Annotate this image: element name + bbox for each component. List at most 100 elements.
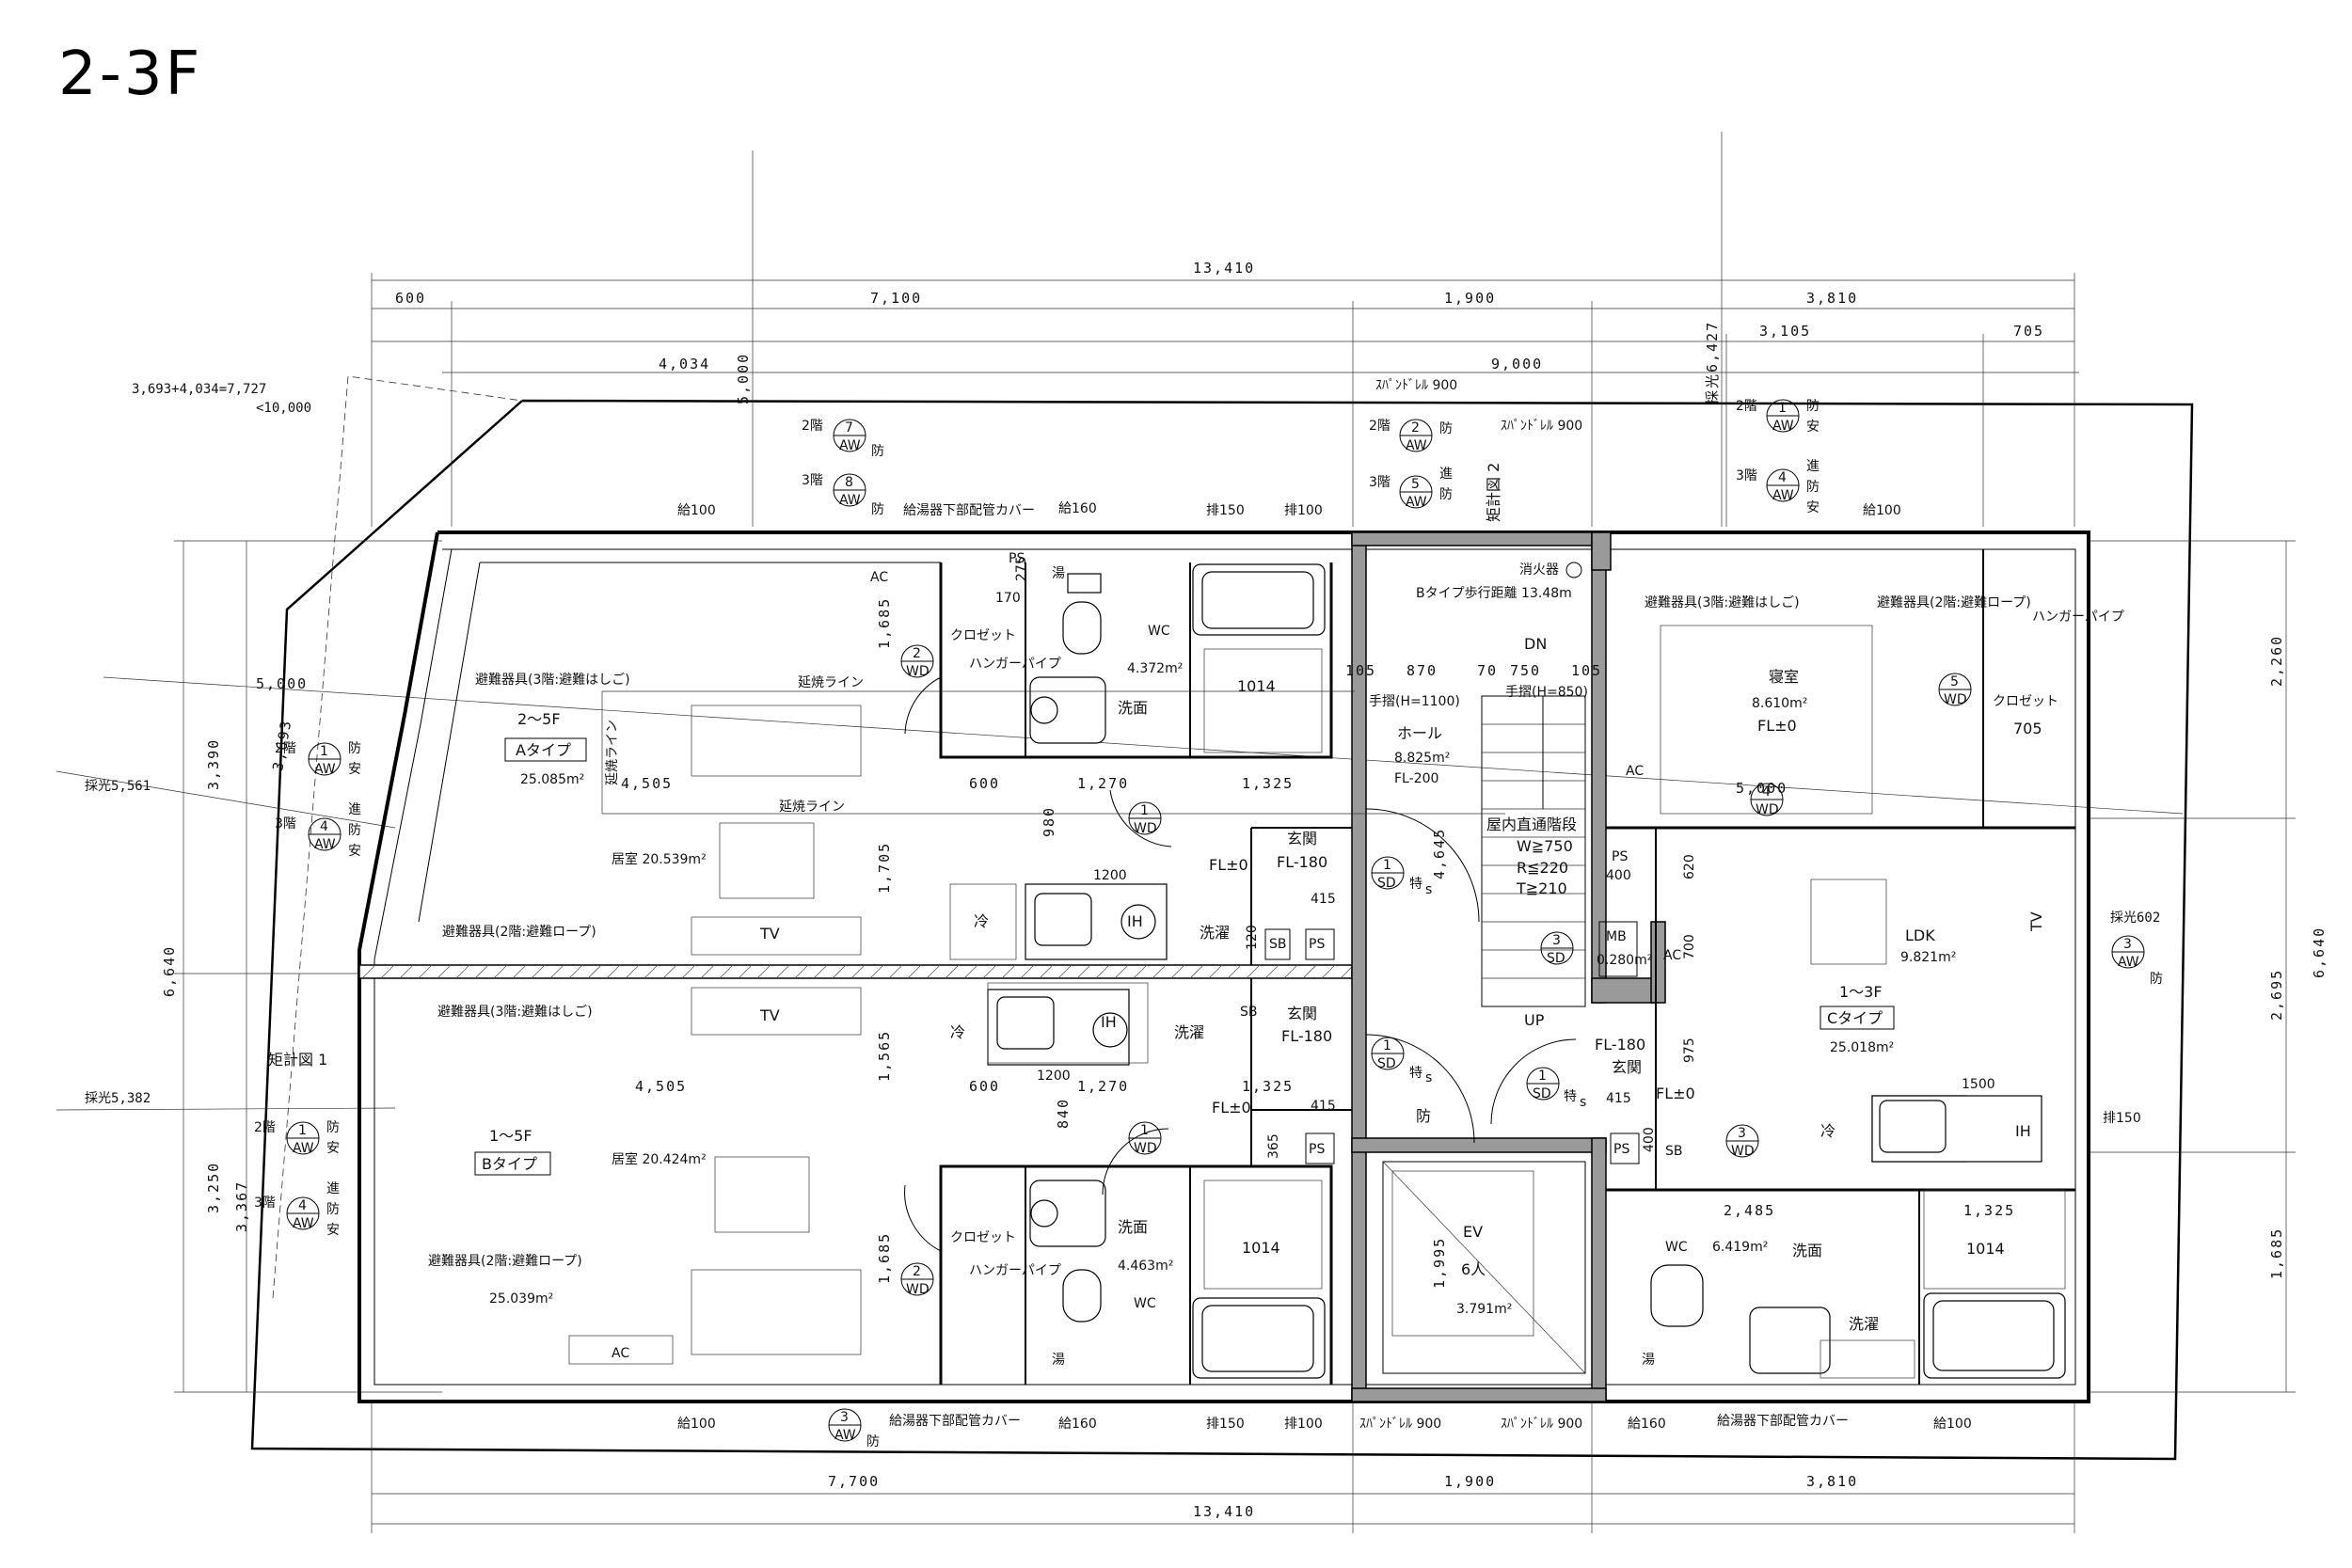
- hanger-a: ハンガーパイプ: [969, 657, 1061, 672]
- party-wall: [358, 964, 1353, 979]
- fl0-b: FL±0: [1212, 1099, 1251, 1117]
- tag-mark: 安: [1806, 500, 1820, 515]
- dim-right-6640: 6,640: [2311, 927, 2328, 978]
- dim-1500: 1500: [1962, 1077, 1995, 1092]
- dim-top-3105: 3,105: [1759, 323, 1811, 340]
- mb: MB: [1606, 929, 1627, 944]
- kukei-zu-1: 矩計図 1: [268, 1051, 327, 1069]
- enshou-line-1: 延焼ライン: [798, 675, 864, 690]
- a-living: 居室 20.539m²: [612, 851, 707, 867]
- tag-wd-5-c: 5 WD: [1938, 673, 1972, 707]
- dim-365: 365: [1266, 1133, 1281, 1159]
- dim-1325-b: 1,325: [1242, 1078, 1294, 1095]
- tag-mark: 進: [1806, 459, 1820, 474]
- fitting-tags: 2階 1 AW 防 安 3階 4 AW 進 防 安 2階 1 AW 防 安 3階: [254, 399, 2163, 1449]
- tag-mark: 特: [1409, 1066, 1422, 1081]
- tag-number: 2: [913, 1264, 921, 1279]
- tag-type: AW: [314, 837, 336, 852]
- tag-type: AW: [834, 1428, 856, 1443]
- tag-number: 2: [913, 646, 921, 661]
- handrail-1: 手摺(H=1100): [1369, 694, 1460, 709]
- tag-type: AW: [1772, 419, 1794, 434]
- doors: [904, 676, 1577, 1252]
- note-sum-2: <10,000: [256, 401, 311, 416]
- dim-415-a: 415: [1311, 892, 1336, 907]
- wash-b: 洗面: [1118, 1218, 1148, 1236]
- hall-area: 8.825m²: [1394, 751, 1450, 766]
- pipe-kyu160-1: 給160: [1058, 501, 1097, 516]
- dim-870: 870: [1406, 662, 1438, 679]
- tag-number: 5: [1411, 477, 1420, 492]
- genkan-a-fl: FL-180: [1277, 853, 1327, 871]
- ac-c2: AC: [1663, 948, 1681, 963]
- wc-a: WC: [1148, 624, 1170, 639]
- pipe-kyu100-4: 給100: [1933, 1417, 1972, 1432]
- dim-1705: 1,705: [876, 842, 893, 894]
- yu-a: 湯: [1052, 565, 1065, 581]
- kanagu-top-b: 避難器具(3階:避難はしご): [437, 1005, 593, 1020]
- interior-walls: [939, 549, 2075, 1385]
- yu-b: 湯: [1052, 1352, 1065, 1368]
- ih-b: IH: [1101, 1013, 1117, 1031]
- tag-aw-4-left-bot: 3階 4 AW 進 防 安: [254, 1181, 340, 1238]
- tag-aw-1-left-top: 2階 1 AW 防 安: [275, 741, 361, 777]
- genkan-a: 玄関: [1287, 830, 1317, 847]
- saiko-602: 採光602: [2110, 911, 2160, 926]
- tag-aw-3-right: 3 AW 防: [2111, 935, 2163, 987]
- tag-wd-1-b: 1 WD: [1128, 1121, 1162, 1156]
- tag-number: 1: [298, 1123, 307, 1138]
- genkan-b: 玄関: [1287, 1005, 1317, 1022]
- tag-type: WD: [1134, 1141, 1157, 1156]
- tag-floor-label: 2階: [802, 419, 823, 434]
- tag-wd-2-a: 2 WD: [900, 644, 934, 679]
- dim-1014-b: 1014: [1242, 1239, 1280, 1257]
- dim-bot-1900: 1,900: [1444, 1473, 1496, 1490]
- tv-c: TV: [2027, 911, 2045, 932]
- a-type-floor: 2～5F: [517, 710, 561, 728]
- tag-mark: s: [1425, 882, 1432, 897]
- dim-600-b: 600: [969, 1078, 1000, 1095]
- pipe-kyu100-2: 給100: [1863, 503, 1901, 518]
- wc-b: WC: [1134, 1296, 1156, 1311]
- tag-sd-1-b: 1 SD 特 s: [1371, 1037, 1432, 1085]
- fixtures-unit-a: 1014: [1029, 563, 1326, 753]
- b-type: Bタイプ: [482, 1155, 537, 1173]
- stair-dn: DN: [1524, 635, 1547, 653]
- c-type: Cタイプ: [1827, 1009, 1883, 1027]
- ih-a: IH: [1127, 912, 1143, 930]
- tag-number: 1: [1383, 1038, 1391, 1053]
- tag-mark: 特: [1564, 1089, 1577, 1104]
- wc-c-area: 6.419m²: [1712, 1240, 1768, 1255]
- dim-70: 70: [1477, 662, 1498, 679]
- furniture: [568, 625, 1915, 1379]
- dim-1685-a: 1,685: [876, 597, 893, 649]
- tag-aw-5-core: 3階 5 AW 進 防: [1369, 467, 1453, 510]
- spandrel-3: ｽﾊﾟﾝﾄﾞﾚﾙ 900: [1359, 1417, 1441, 1432]
- bottom-dimensions: 7,700 1,900 3,810 13,410: [371, 1402, 2075, 1533]
- tag-mark: 防: [866, 1434, 880, 1449]
- stair: [1481, 695, 1586, 1007]
- dim-170: 170: [995, 591, 1021, 606]
- tag-number: 4: [320, 819, 328, 834]
- yu-c: 湯: [1642, 1352, 1655, 1368]
- dim-1995: 1,995: [1431, 1237, 1448, 1289]
- ev: EV: [1463, 1223, 1483, 1241]
- tag-floor-label: 2階: [1736, 399, 1757, 414]
- hall: ホール: [1397, 724, 1442, 742]
- dim-415-b: 415: [1311, 1099, 1336, 1114]
- tag-type: WD: [1134, 821, 1157, 836]
- wc-c: WC: [1665, 1240, 1688, 1255]
- stair-up: UP: [1524, 1011, 1545, 1029]
- dim-750: 750: [1510, 662, 1541, 679]
- tag-type: WD: [906, 1282, 930, 1297]
- tag-number: 5: [1950, 674, 1959, 689]
- dim-415-c: 415: [1606, 1091, 1631, 1106]
- dim-5000-long: 5,000: [256, 675, 308, 692]
- dim-bot-3810: 3,810: [1806, 1473, 1858, 1490]
- sb-c: SB: [1665, 1144, 1683, 1159]
- tag-type: AW: [1406, 495, 1427, 510]
- pipe-kyu100-1: 給100: [677, 503, 716, 518]
- hall-fl: FL-200: [1394, 771, 1438, 786]
- tag-wd-4-c: 4 WD: [1750, 783, 1784, 817]
- room-labels: 2～5F Aタイプ 25.085m² 居室 20.539m² 1～5F Bタイプ…: [268, 378, 2141, 1432]
